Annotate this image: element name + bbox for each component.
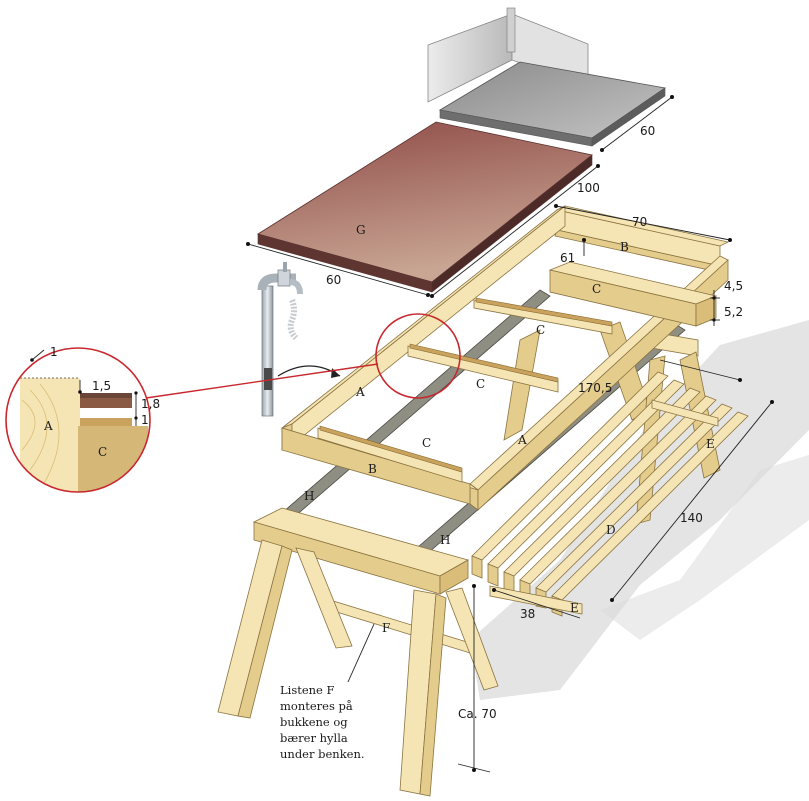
dim-detail-1b: 1 — [141, 413, 149, 427]
label-c-front: C — [476, 377, 485, 391]
beam-c-loose — [548, 261, 718, 327]
dim-detail-1: 1 — [50, 345, 58, 359]
detail-callout — [5, 347, 151, 493]
dim-countertop-length: 100 — [577, 181, 600, 195]
label-c-bottom: C — [422, 436, 431, 450]
svg-text:Listene F: Listene F — [280, 683, 335, 697]
dim-bench-length: 140 — [680, 511, 703, 525]
label-a-left: A — [355, 385, 365, 399]
countertop-g — [257, 121, 593, 293]
steel-sheet — [438, 61, 667, 147]
dim-frame-width: 70 — [632, 215, 647, 229]
dim-height: Ca. 70 — [458, 707, 497, 721]
label-g: G — [356, 223, 366, 237]
label-c-mid: C — [536, 323, 545, 337]
svg-text:bærer hylla: bærer hylla — [280, 731, 348, 745]
dim-frame-length: 170,5 — [578, 381, 612, 395]
cross-pieces-c — [317, 297, 613, 483]
detail-marker-circle — [375, 313, 461, 399]
detail-label-a: A — [43, 419, 53, 433]
label-e-bottom: E — [570, 601, 579, 615]
dim-countertop-width: 60 — [326, 273, 341, 287]
trestle-front — [217, 507, 499, 797]
label-f: F — [382, 621, 390, 635]
label-h-2: H — [440, 533, 450, 547]
dim-steel-depth: 60 — [640, 124, 655, 138]
label-a-right: A — [517, 433, 527, 447]
note-text: Listene F monteres på bukkene og bærer h… — [280, 683, 365, 761]
shelf-slats-d — [471, 371, 749, 617]
dim-bench-width: 38 — [520, 607, 535, 621]
dim-frame-inner: 61 — [560, 251, 575, 265]
label-e-right: E — [706, 437, 715, 451]
faucet-assembly — [257, 262, 303, 417]
svg-text:bukkene og: bukkene og — [280, 715, 348, 729]
label-b-front: B — [368, 462, 377, 476]
hinge-icon — [506, 7, 516, 53]
svg-text:monteres på: monteres på — [280, 699, 353, 713]
svg-text:under benken.: under benken. — [280, 747, 365, 761]
dim-beam-45: 4,5 — [724, 279, 743, 293]
label-d: D — [606, 523, 616, 537]
dim-detail-15: 1,5 — [92, 379, 111, 393]
label-h-1: H — [304, 489, 314, 503]
dim-detail-18: 1,8 — [141, 397, 160, 411]
label-b-back: B — [620, 240, 629, 254]
detail-label-c: C — [98, 445, 107, 459]
dim-beam-52: 5,2 — [724, 305, 743, 319]
label-c-loose: C — [592, 282, 601, 296]
